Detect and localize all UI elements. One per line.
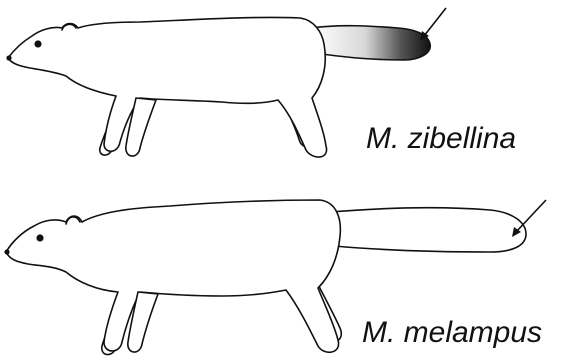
nose-melampus (4, 249, 9, 254)
tail-melampus (330, 208, 526, 252)
species-label-melampus: M. melampus (362, 318, 542, 348)
nose-zibellina (6, 55, 11, 60)
tail-zibellina (312, 26, 430, 60)
species-label-zibellina: M. zibellina (366, 124, 516, 154)
body-melampus (6, 200, 340, 352)
eye-zibellina (34, 40, 41, 47)
body-zibellina (8, 17, 327, 157)
arrow-icon (420, 8, 446, 41)
eye-melampus (36, 234, 43, 241)
